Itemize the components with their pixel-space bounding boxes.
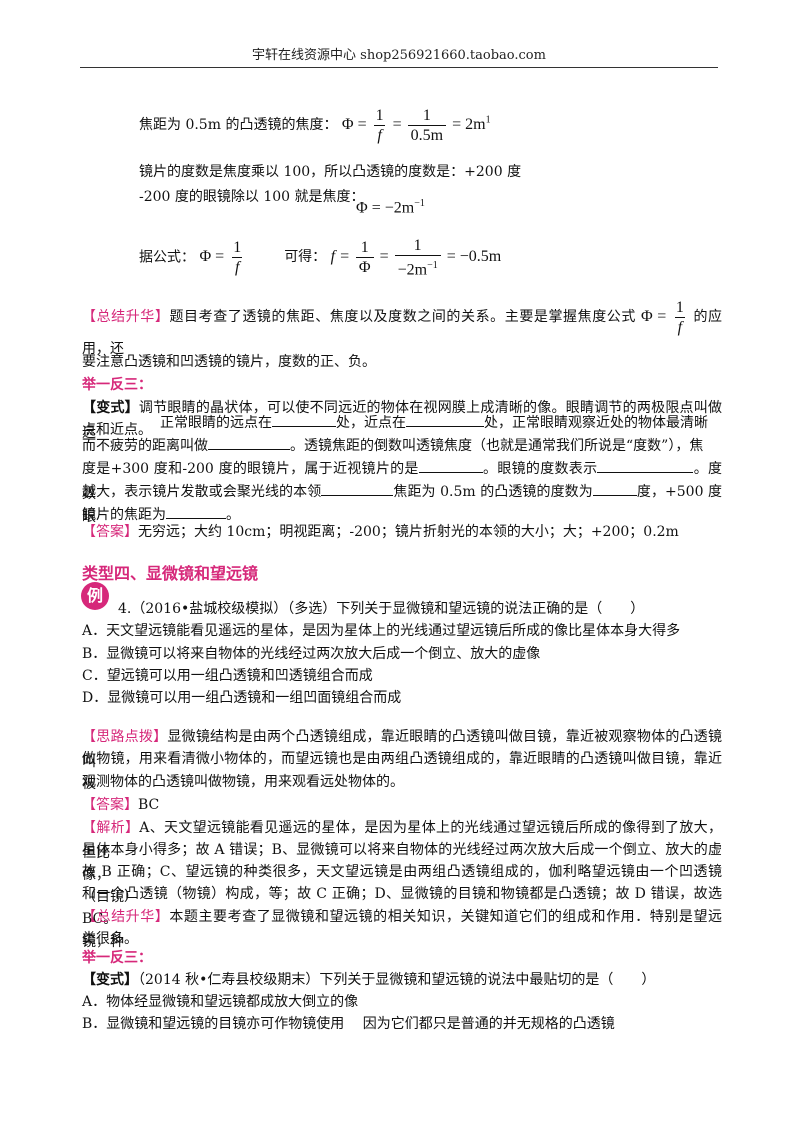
practice-heading-2: 举一反三：	[82, 950, 152, 966]
focal-power-formula: Φ = 1 f = 1 0.5m = 2m1	[341, 107, 491, 144]
hint-tag: 【思路点拨】	[82, 729, 168, 745]
analysis-line-2: 星体本身小得多；故 A 错误；B、显微镜可以将来自物体的光线经过两次放大后成一个…	[82, 842, 722, 883]
blank-ability	[321, 479, 394, 496]
minus-degree-line: -200 度的眼镜除以 100 就是焦度：	[139, 189, 365, 205]
focal-intro-line: 焦距为 0.5m 的凸透镜的焦度： Φ = 1 f = 1 0.5m = 2m1	[139, 106, 491, 145]
blank-focal-length	[166, 502, 226, 519]
variant-2-option-a: A．物体经显微镜和望远镜都成放大倒立的像	[82, 994, 359, 1010]
phi-equals-1-over-f: Φ = 1 f	[199, 239, 243, 277]
degree-line: 镜片的度数是焦度乘以 100，所以凸透镜的度数是：+200 度	[139, 164, 522, 180]
variant-line-7: 镜片的焦距为。	[82, 502, 722, 528]
analysis-line-1: 【解析】A、天文望远镜能看见遥远的星体，是因为星体上的光线通过望远镜后所成的像得…	[82, 820, 723, 861]
variant-2-question: 【变式】（2014 秋•仁寿县校级期末）下列关于显微镜和望远镜的说法中最贴切的是…	[82, 972, 656, 988]
by-formula-label: 据公式：	[139, 249, 195, 266]
formula-line: 据公式： Φ = 1 f 可得： f = 1 Φ = 1 −2m−1 = −0.…	[139, 236, 501, 279]
variant-line-3: 正常眼睛的远点在处，近点在处，正常眼睛观察近处的物体最清晰	[160, 410, 720, 436]
blank-degree-meaning	[597, 456, 694, 473]
fraction-1-over-half: 1 0.5m	[407, 106, 447, 145]
summary-2-line-2: 类很多。	[82, 931, 138, 947]
answer-tag-2: 【答案】	[82, 797, 138, 813]
hint-line-3: 观测物体的凸透镜叫做物镜，用来观看远处物体的。	[82, 774, 404, 790]
blank-clear-vision	[208, 433, 290, 450]
summary-2-line-1: 【总结升华】本题主要考查了显微镜和望远镜的相关知识，关键知道它们的组成和作用．特…	[82, 909, 723, 950]
analysis-line-4: 和一个凸透镜（物镜）构成，等；故 C 正确；D、显微镜的目镜和物镜都是凸透镜；故…	[82, 886, 722, 927]
blank-degree	[592, 479, 637, 496]
power-minus-two: Φ = −2m−1	[356, 198, 425, 217]
summary-tag: 【总结升华】	[82, 309, 170, 326]
fraction-1-over-f: 1 f	[374, 107, 385, 144]
practice-heading: 举一反三：	[82, 377, 152, 393]
page-header: 宇轩在线资源中心 shop256921660.taobao.com	[80, 47, 718, 68]
option-b: B．显微镜可以将来自物体的光线经过两次放大后成一个倒立、放大的虚像	[82, 646, 541, 662]
blank-far-point	[272, 410, 336, 427]
phi-inline-formula: Φ = 1 f	[640, 299, 686, 336]
summary-1-cont: 要注意凸透镜和凹透镜的镜片，度数的正、负。	[82, 354, 376, 370]
variant-tag-2: 【变式】	[82, 972, 138, 988]
blank-near-point	[406, 410, 484, 427]
variant-line-1: 【变式】调节眼睛的晶状体，可以使不同远近的物体在视网膜上成清晰的像。眼睛调节的两…	[82, 400, 723, 441]
variant-line-4: 而不疲劳的距离叫做。透镜焦距的倒数叫透镜焦度（也就是通常我们所说是“度数”），焦	[82, 433, 722, 459]
focal-length-result: = −0.5m	[446, 248, 502, 266]
focal-length-formula: f = 1 Φ = 1 −2m−1 = −0.5m	[330, 237, 502, 279]
variant-line-5: 度是+300 度和-200 度的眼镜片，属于近视镜片的是。眼镜的度数表示。度数	[82, 456, 722, 507]
section-title: 类型四、显微镜和望远镜	[82, 564, 259, 583]
phi-symbol: Φ	[341, 116, 354, 134]
variant-2-option-b: B．显微镜和望远镜的目镜亦可作物镜使用 因为它们都只是普通的并无规格的凸透镜	[82, 1016, 615, 1032]
summary-tag-2: 【总结升华】	[82, 909, 170, 925]
variant-line-2: 点和近点。	[82, 422, 152, 438]
analysis-line-3: 故 B 正确；C、望远镜的种类很多，天文望远镜是由两组凸透镜组成的，伽利略望远镜…	[82, 864, 722, 905]
question-4: 4.（2016•盐城校级模拟）（多选）下列关于显微镜和望远镜的说法正确的是（ ）	[118, 601, 645, 617]
hint-line-1: 【思路点拨】显微镜结构是由两个凸透镜组成，靠近眼睛的凸透镜叫做目镜，靠近被观察物…	[82, 729, 723, 770]
answer-tag: 【答案】	[82, 524, 138, 540]
example-badge: 例	[81, 582, 109, 610]
summary-1: 【总结升华】题目考查了透镜的焦距、焦度以及度数之间的关系。主要是掌握焦度公式 Φ…	[82, 299, 723, 357]
answer-line: 【答案】BC	[82, 797, 160, 813]
equals-sign: =	[357, 116, 367, 134]
option-c: C．望远镜可以用一组凸透镜和凹透镜组合而成	[82, 668, 373, 684]
variant-line-6: 越大，表示镜片发散或会聚光线的本领焦距为 0.5m 的凸透镜的度数为度，+500…	[82, 479, 722, 530]
analysis-tag: 【解析】	[82, 820, 140, 836]
option-d: D．显微镜可以用一组凸透镜和一组凹面镜组合而成	[82, 690, 402, 706]
variant-tag: 【变式】	[82, 400, 139, 416]
blank-myopia-lens	[418, 456, 483, 473]
option-a: A．天文望远镜能看见遥远的星体，是因为星体上的光线通过望远镜后所成的像比星体本身…	[82, 623, 681, 639]
hint-line-2: 做物镜，用来看清微小物体的，而望远镜也是由两组凸透镜组成的，靠近眼睛的凸透镜叫做…	[82, 751, 722, 792]
variant-answer: 【答案】无穷远；大约 10cm；明视距离；-200；镜片折射光的本领的大小；大；…	[82, 524, 679, 540]
focal-result: = 2m	[452, 116, 486, 134]
focal-intro-text: 焦距为 0.5m 的凸透镜的焦度：	[139, 117, 338, 134]
can-get-label: 可得：	[284, 249, 327, 266]
